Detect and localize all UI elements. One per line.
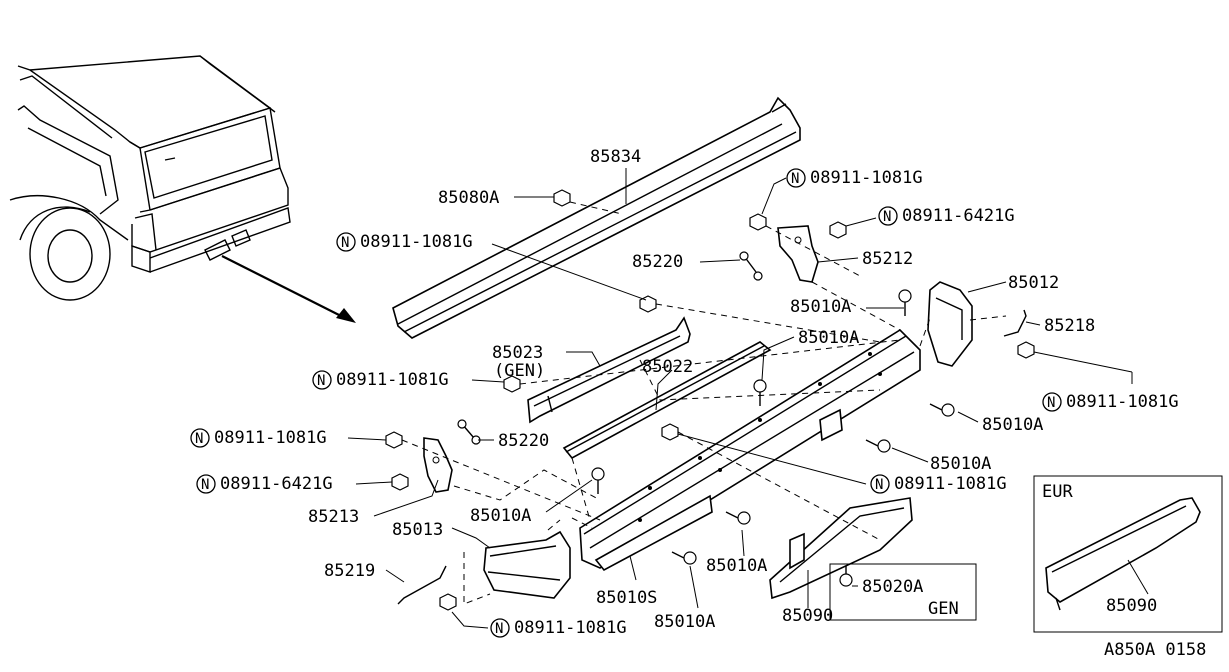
label-08911-1081G-top: 08911-1081G	[810, 168, 923, 188]
link-85220-lower	[457, 419, 481, 445]
label-85220-upper: 85220	[632, 252, 683, 272]
label-85020A: 85020A	[862, 577, 923, 597]
nuts	[385, 189, 1035, 611]
n-marker-text: N	[875, 477, 883, 493]
label-85010A-a: 85010A	[790, 297, 851, 317]
label-85218: 85218	[1044, 316, 1095, 336]
label-85212: 85212	[862, 249, 913, 269]
label-85010A-e: 85010A	[470, 506, 531, 526]
label-85090-eur: 85090	[1106, 596, 1157, 616]
label-08911-1081G-lower: 08911-1081G	[214, 428, 327, 448]
label-08911-6421G-lower: 08911-6421G	[220, 474, 333, 494]
label-08911-1081G-left: 08911-1081G	[360, 232, 473, 252]
n-marker	[786, 168, 806, 188]
clips-85010A	[591, 289, 955, 587]
n-marker	[878, 206, 898, 226]
n-marker-text: N	[883, 209, 891, 225]
label-85010A-b: 85010A	[798, 328, 859, 348]
gen-part-box	[829, 563, 977, 621]
n-marker	[312, 370, 332, 390]
n-marker	[196, 474, 216, 494]
n-marker-text: N	[495, 621, 503, 637]
drawing-code: A850A 0158	[1104, 640, 1206, 660]
label-85219: 85219	[324, 561, 375, 581]
bumper-strip-85022	[562, 341, 772, 460]
bumper-stay-85023	[527, 316, 691, 424]
label-08911-1081G-right: 08911-1081G	[1066, 392, 1179, 412]
label-08911-1081G-mid: 08911-1081G	[336, 370, 449, 390]
label-85010A-d: 85010A	[930, 454, 991, 474]
label-85010A-g: 85010A	[654, 612, 715, 632]
location-arrow	[221, 255, 356, 323]
link-85220-upper	[739, 251, 763, 281]
part-labels: 85834 85080A N 08911-1081G N 08911-6421G…	[190, 147, 1206, 660]
side-bumper-85012	[927, 281, 973, 367]
label-85090: 85090	[782, 606, 833, 626]
label-85213: 85213	[308, 507, 359, 527]
label-85023: 85023	[492, 343, 543, 363]
leader-lines	[347, 168, 1133, 629]
label-85023-gen: (GEN)	[494, 361, 545, 381]
label-85220-lower: 85220	[498, 431, 549, 451]
n-marker	[336, 232, 356, 252]
label-85080A: 85080A	[438, 188, 499, 208]
assembly-dash-lines	[401, 201, 1007, 605]
step-85090-main	[769, 497, 913, 600]
label-08911-1081G-bottom: 08911-1081G	[514, 618, 627, 638]
n-marker	[1042, 392, 1062, 412]
label-85022: 85022	[642, 357, 693, 377]
label-85010A-f: 85010A	[706, 556, 767, 576]
label-85010A-c: 85010A	[982, 415, 1043, 435]
n-marker	[490, 618, 510, 638]
label-85020A-gen: GEN	[928, 599, 959, 619]
n-marker-text: N	[791, 171, 799, 187]
label-85010S: 85010S	[596, 588, 657, 608]
n-marker-text: N	[1047, 395, 1055, 411]
n-marker-text: N	[317, 373, 325, 389]
bracket-85212	[777, 225, 819, 283]
side-bumper-85013	[483, 530, 571, 599]
n-marker-text: N	[341, 235, 349, 251]
label-85834: 85834	[590, 147, 641, 167]
label-08911-6421G-top: 08911-6421G	[902, 206, 1015, 226]
label-85012: 85012	[1008, 273, 1059, 293]
label-85013: 85013	[392, 520, 443, 540]
label-08911-1081G-center: 08911-1081G	[894, 474, 1007, 494]
inset-title-eur: EUR	[1042, 482, 1073, 502]
bumper-cover-85834	[392, 96, 801, 339]
n-marker	[870, 474, 890, 494]
bracket-85213	[423, 437, 453, 493]
rod-85218	[1003, 309, 1027, 337]
eur-inset	[1033, 475, 1223, 633]
n-marker	[190, 428, 210, 448]
n-marker-text: N	[195, 431, 203, 447]
vehicle-rear-illustration	[9, 55, 291, 301]
n-marker-text: N	[201, 477, 209, 493]
rod-85219	[397, 565, 447, 605]
